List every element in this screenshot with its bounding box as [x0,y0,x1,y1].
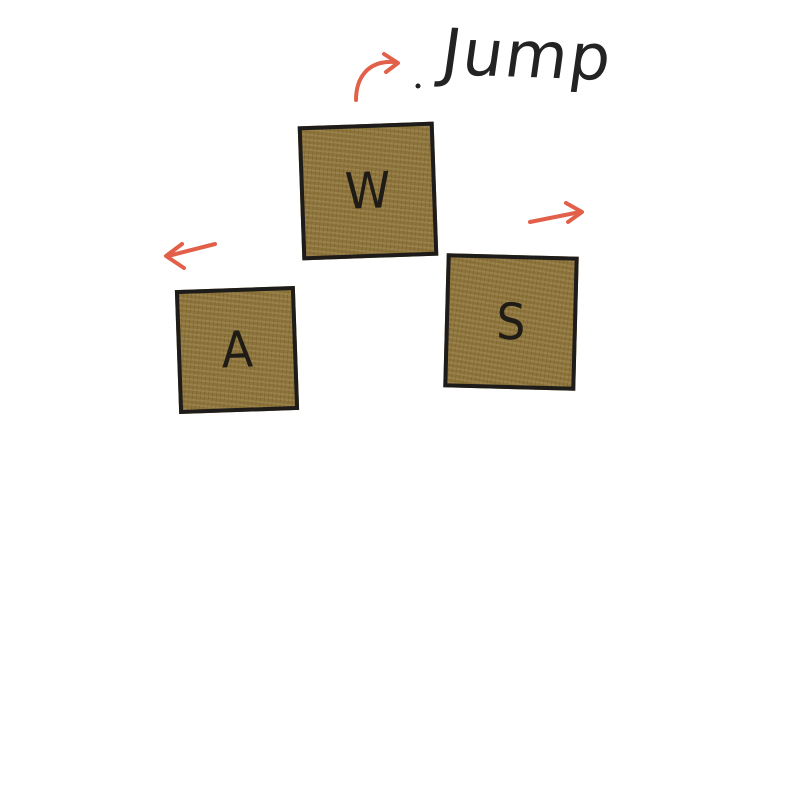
keycap-w: W [297,121,439,261]
keycap-s: S [443,253,579,391]
keycap-s-label: S [495,292,527,352]
jump-dot [415,83,421,89]
arrow-left-icon [164,242,217,270]
curved-arrow-up-right-icon [354,52,400,102]
keycap-w-label: W [344,161,392,221]
keycap-a: A [174,285,300,415]
arrow-right-icon [528,201,584,224]
jump-label: Jump [436,16,618,96]
keycap-a-label: A [220,320,254,380]
